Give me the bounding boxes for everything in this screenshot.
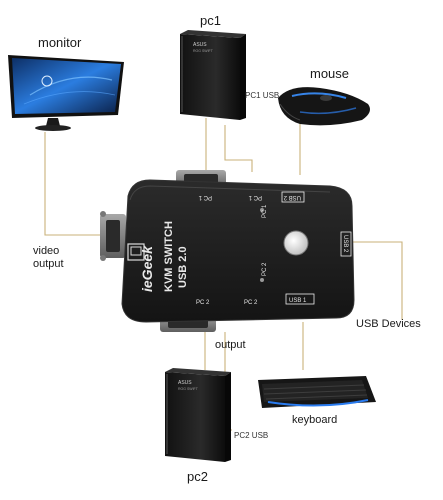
label-pc2-led: PC 2 [262,262,268,276]
label-monitor: monitor [38,35,82,50]
device-model: KVM SWITCH [163,221,175,292]
pc1-tower-icon: ASUS ROG SWIFT [180,30,246,120]
device-version: USB 2.0 [177,246,189,288]
kvm-switch-device: ieGeek KVM SWITCH USB 2.0 PC 1 PC 1 USB … [100,170,355,332]
mouse-icon [278,87,370,126]
label-pc1: pc1 [200,13,221,28]
label-pc1-right: PC 1 [248,194,262,200]
switch-button [283,230,309,256]
label-pc1-led: PC 1 [262,204,268,218]
label-usb-devices: USB Devices [356,318,421,330]
line-usb-devices [350,241,403,320]
pc2-tower-icon: ASUS ROG SWIFT [165,368,231,462]
label-pc2-usb: PC2 USB [234,431,269,440]
label-video-output: video output [33,245,64,270]
label-pc2-bottom-mid: PC 2 [244,300,258,306]
vga-port-left [100,211,126,261]
pc2-tower-brand: ASUS [178,380,192,386]
label-usb1: USB 1 [289,298,307,304]
device-brand: ieGeek [139,245,155,292]
label-usb2-top: USB 2 [283,194,301,200]
label-pc1-top: PC 1 [198,194,212,200]
label-keyboard: keyboard [292,414,338,426]
connection-lines [44,118,403,431]
pc1-tower-brand: ASUS [193,42,207,48]
keyboard-icon [258,376,376,408]
line-monitor [44,132,118,236]
label-output: output [215,339,246,351]
label-pc1-usb: PC1 USB [245,91,280,100]
label-usb2-side: USB 2 [342,235,348,253]
line-pc1-usb [224,125,253,172]
pc2-tower-model: ROG SWIFT [178,387,199,391]
label-mouse: mouse [310,66,350,81]
pc1-tower-model: ROG SWIFT [193,49,214,53]
monitor-icon [8,55,124,131]
label-pc2-bottom-left: PC 2 [196,300,210,306]
label-pc2: pc2 [187,469,208,484]
